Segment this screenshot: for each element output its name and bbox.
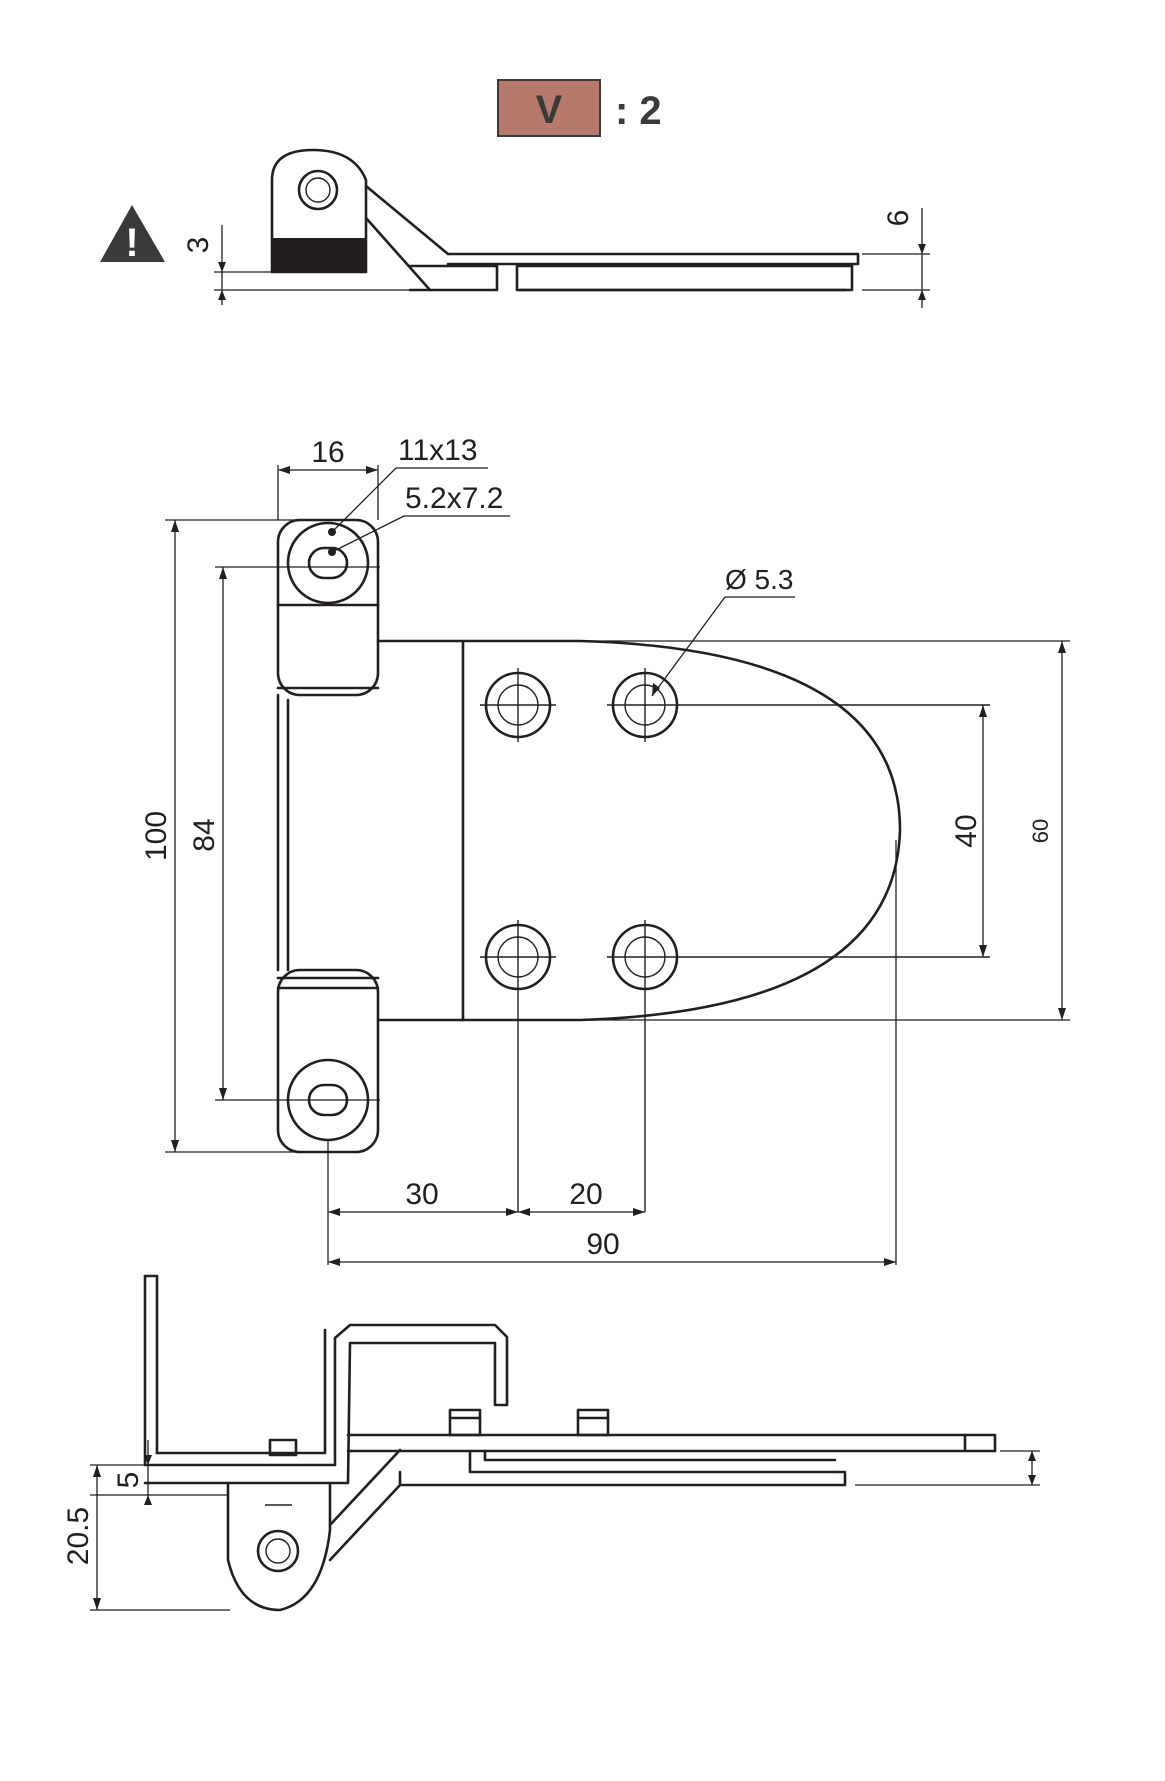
side-dim-20-5: 20.5	[62, 1507, 95, 1565]
badge-box	[497, 79, 601, 137]
dim-40: 40	[950, 814, 983, 847]
hole-diameter-label: Ø 5.3	[725, 564, 793, 595]
dim-60: 60	[1028, 819, 1053, 843]
top-view: 3 6	[182, 148, 930, 308]
mounting-hole	[480, 668, 556, 742]
dim-16: 16	[311, 436, 344, 469]
mounting-hole	[607, 668, 990, 742]
badge-ratio: : 2	[615, 89, 662, 133]
mounting-hole	[480, 920, 556, 1212]
top-dim-6: 6	[882, 210, 915, 227]
top-dim-3: 3	[182, 237, 215, 254]
side-view: 5 20.5	[62, 1274, 1040, 1612]
side-dim-5: 5	[112, 1472, 145, 1489]
dim-20: 20	[569, 1178, 602, 1211]
slot-outer-label: 11x13	[398, 434, 478, 467]
dim-30: 30	[405, 1178, 438, 1211]
warning-glyph: !	[125, 221, 138, 265]
dim-100: 100	[140, 811, 173, 861]
dim-90: 90	[586, 1228, 619, 1261]
scale-badge: V : 2	[497, 79, 662, 137]
slot-inner-label: 5.2x7.2	[405, 482, 503, 515]
warning-triangle-icon: !	[100, 205, 165, 265]
mounting-hole	[607, 920, 990, 1212]
badge-letter: V	[536, 88, 563, 132]
front-view: 16 11x13 5.2x7.2 Ø 5.3 100 84 40	[140, 434, 1070, 1266]
dim-84: 84	[188, 818, 221, 851]
